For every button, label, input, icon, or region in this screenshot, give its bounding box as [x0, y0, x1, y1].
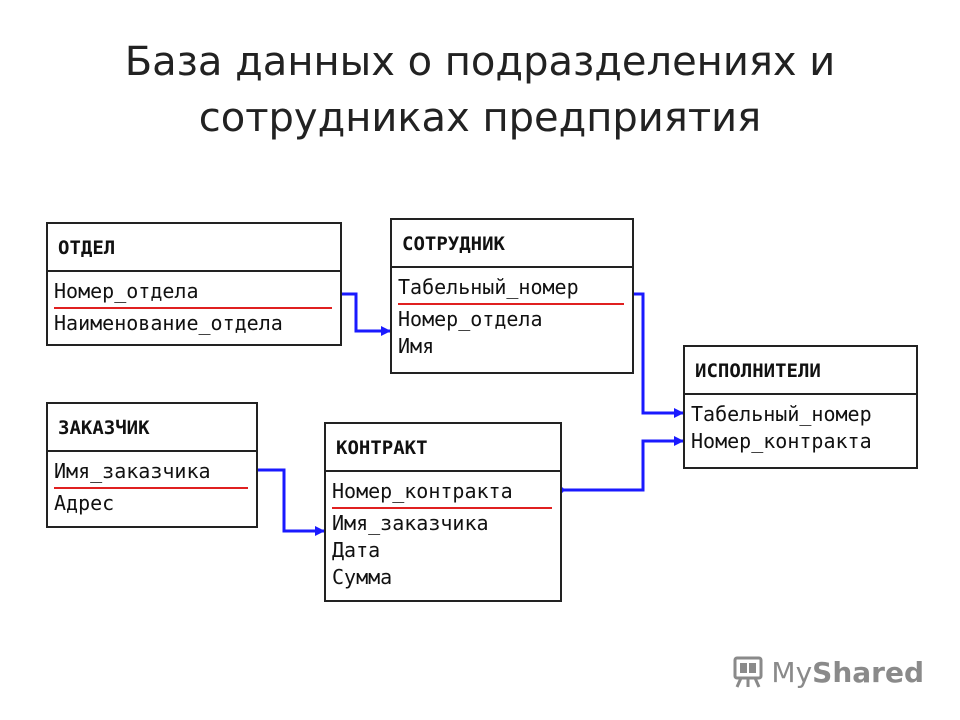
- mystand-logo: MyShared: [731, 654, 924, 690]
- field-sotrudnik-nomer-otdela: Номер_отдела: [398, 307, 543, 331]
- field-kontrakt-summa: Сумма: [332, 565, 393, 589]
- mystand-icon: [733, 656, 763, 688]
- slide-title-line-2: сотрудниках предприятия: [198, 95, 762, 141]
- field-ispolniteli-nomer-kontrakta: Номер_контракта: [691, 429, 872, 453]
- entity-otdel-name: ОТДЕЛ: [48, 224, 340, 272]
- entity-sotrudnik-name: СОТРУДНИК: [392, 220, 632, 268]
- field-ispolniteli-tabelny-nomer: Табельный_номер: [691, 402, 872, 426]
- field-zakazchik-imya-zakazchika: Имя_заказчика: [54, 458, 256, 490]
- mystand-logo-text: MyShared: [771, 655, 924, 689]
- field-otdel-nomer-otdela: Номер_отдела: [54, 278, 340, 310]
- link-zakazchik-to-kontrakt: [252, 468, 325, 536]
- field-otdel-naimenovanie: Наименование_отдела: [54, 311, 283, 335]
- field-kontrakt-data: Дата: [332, 538, 381, 562]
- slide-title: База данных о подразделениях и сотрудник…: [0, 34, 960, 146]
- entity-kontrakt-name: КОНТРАКТ: [326, 424, 560, 472]
- link-kontrakt-to-ispolniteli: [561, 436, 684, 492]
- field-sotrudnik-tabelny-nomer: Табельный_номер: [398, 274, 632, 306]
- entity-kontrakt: КОНТРАКТ Номер_контракта Имя_заказчика Д…: [324, 422, 562, 602]
- field-kontrakt-imya-zakazchika: Имя_заказчика: [332, 511, 489, 535]
- entity-zakazchik: ЗАКАЗЧИК Имя_заказчика Адрес: [46, 402, 258, 528]
- entity-ispolniteli-name: ИСПОЛНИТЕЛИ: [685, 347, 916, 395]
- field-zakazchik-adres: Адрес: [54, 491, 115, 515]
- field-kontrakt-nomer-kontrakta: Номер_контракта: [332, 478, 560, 510]
- field-sotrudnik-imya: Имя: [398, 334, 435, 358]
- link-sotrudnik-to-ispolniteli: [630, 292, 684, 418]
- entity-otdel: ОТДЕЛ Номер_отдела Наименование_отдела: [46, 222, 342, 346]
- entity-zakazchik-name: ЗАКАЗЧИК: [48, 404, 256, 452]
- slide-title-line-1: База данных о подразделениях и: [124, 39, 836, 85]
- entity-sotrudnik: СОТРУДНИК Табельный_номер Номер_отдела И…: [390, 218, 634, 374]
- entity-ispolniteli: ИСПОЛНИТЕЛИ Табельный_номер Номер_контра…: [683, 345, 918, 469]
